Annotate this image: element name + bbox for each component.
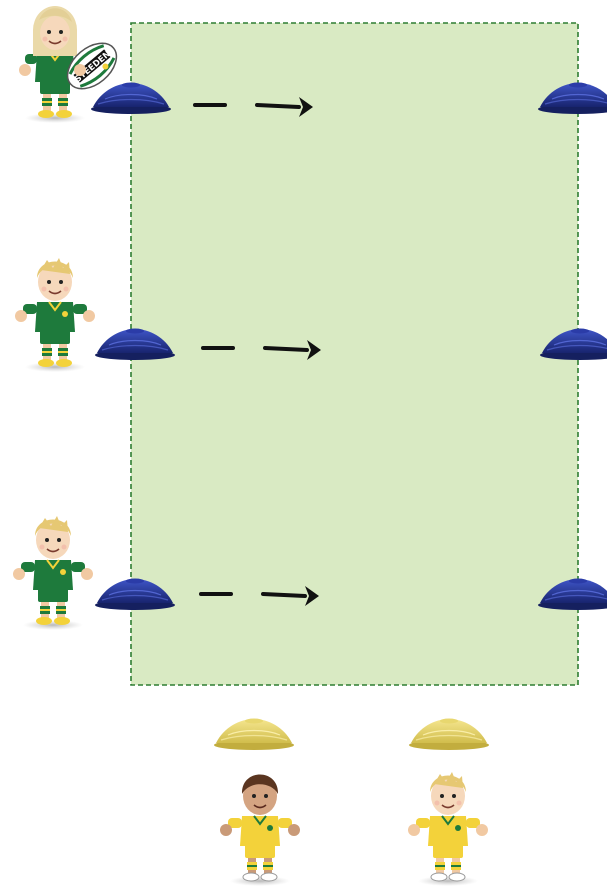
cone-yellow-1 [214, 719, 294, 751]
player-defender-2 [408, 772, 488, 886]
player-attacker-3 [13, 516, 93, 630]
player-attacker-2 [15, 258, 95, 372]
training-field [131, 23, 578, 685]
player-defender-1 [220, 775, 300, 887]
cone-yellow-2 [409, 719, 489, 751]
